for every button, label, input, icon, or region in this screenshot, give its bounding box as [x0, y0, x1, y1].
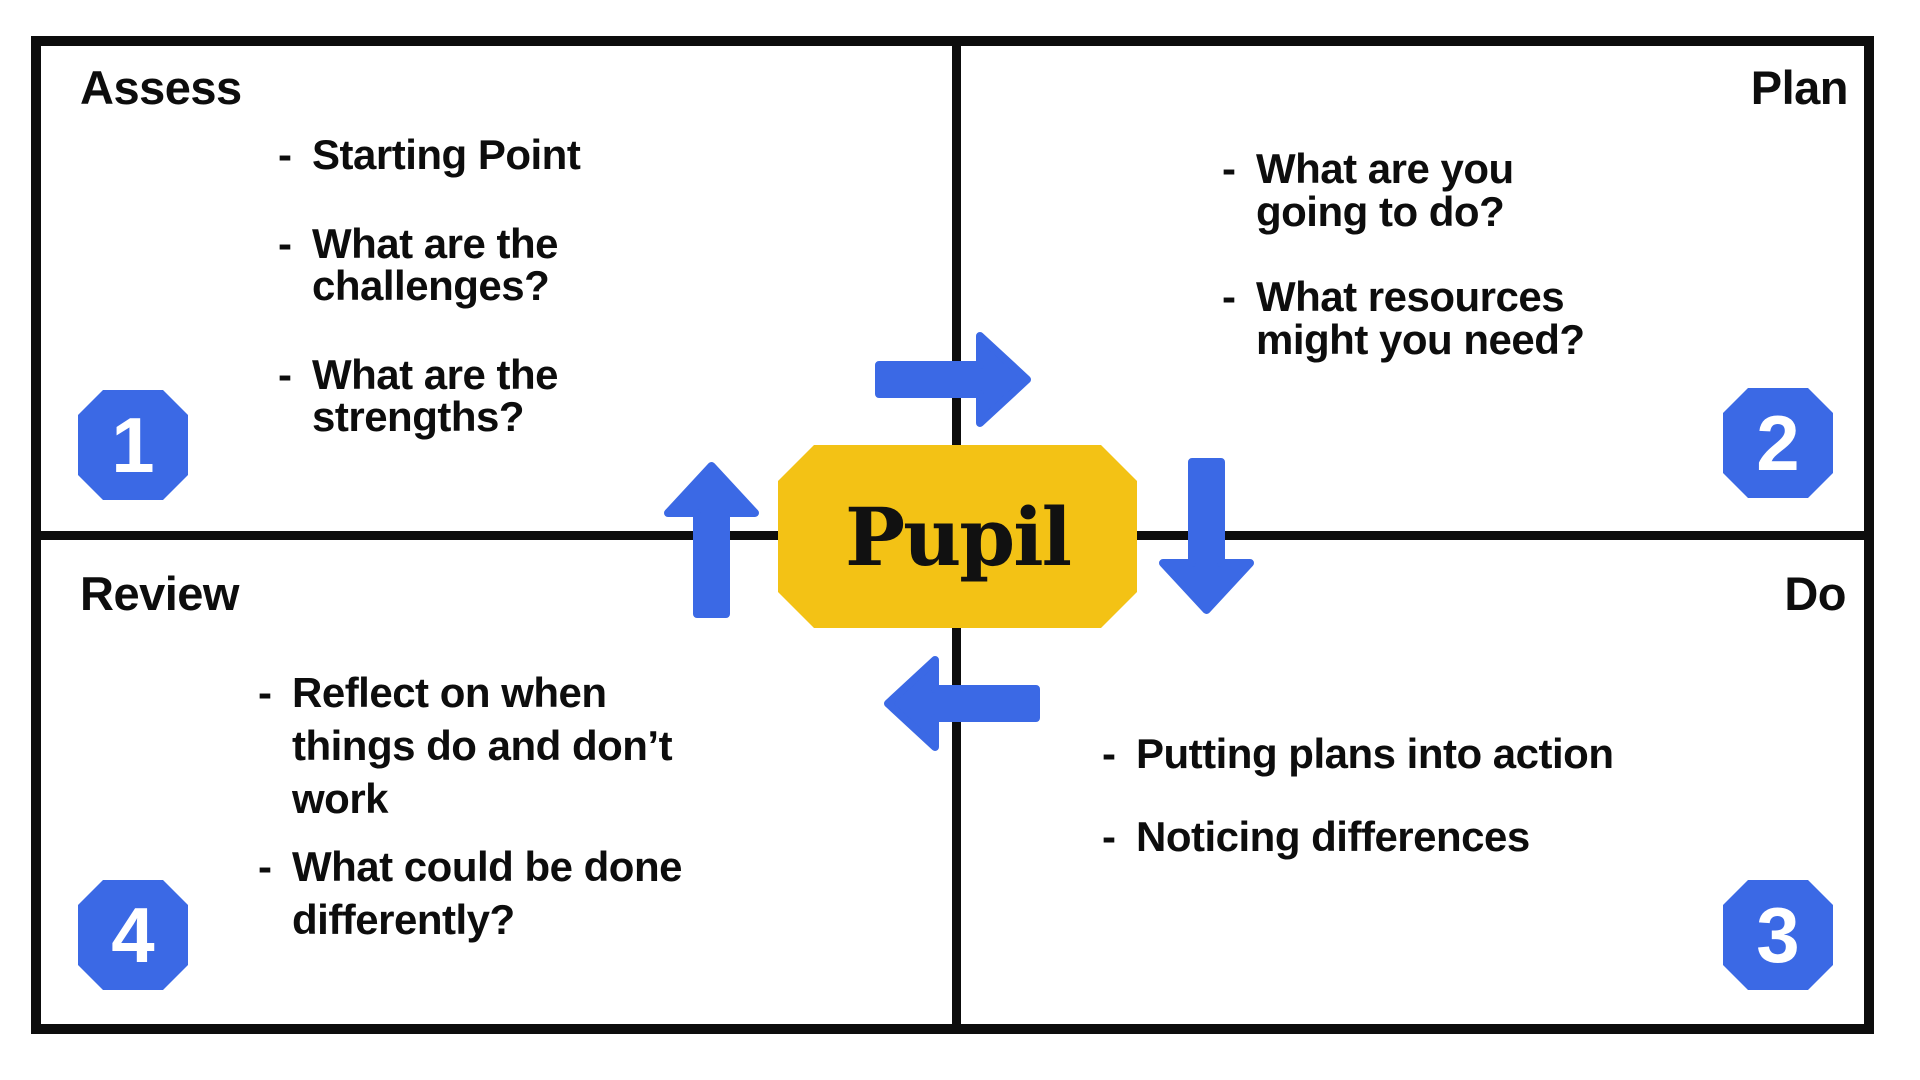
step-badge-1: 1 — [78, 390, 188, 500]
bullet-dash: - — [278, 131, 292, 178]
bullet-line: Starting Point — [312, 131, 581, 178]
step-number: 1 — [111, 401, 155, 489]
bullet-dash: - — [1222, 145, 1236, 192]
quadrant-title-review: Review — [80, 567, 239, 620]
bullet-line: might you need? — [1256, 316, 1585, 363]
center-pupil-label: Pupil — [844, 489, 1071, 584]
quadrant-title-plan: Plan — [1750, 61, 1849, 114]
step-badge-2: 2 — [1723, 388, 1833, 498]
bullet-list-do: - Putting plans into action - Noticing d… — [1102, 730, 1614, 858]
bullet-line: strengths? — [312, 393, 525, 440]
step-number: 2 — [1756, 399, 1800, 487]
bullet-dash: - — [1102, 813, 1116, 860]
step-number: 4 — [111, 891, 155, 979]
bullet-item: - What are the strengths? — [278, 354, 580, 438]
arrow-down-icon — [1159, 458, 1254, 614]
step-badge-4: 4 — [78, 880, 188, 990]
bullet-line: going to do? — [1256, 188, 1505, 235]
bullet-item: - Starting Point — [278, 131, 581, 178]
bullet-line: Noticing differences — [1136, 813, 1530, 860]
quadrant-title-do: Do — [1784, 567, 1846, 620]
bullet-line: What are the — [312, 220, 559, 267]
bullet-dash: - — [258, 843, 272, 890]
bullet-item: - What are you going to do? — [1222, 147, 1585, 233]
bullet-list-review: - Reflect on when things do and don’t wo… — [258, 666, 682, 946]
bullet-dash: - — [278, 351, 292, 398]
bullet-dash: - — [1102, 730, 1116, 777]
bullet-item: - Noticing differences — [1102, 815, 1613, 858]
bullet-line: What resources — [1256, 273, 1565, 320]
arrow-left-icon — [884, 656, 1040, 751]
bullet-item: - What resources might you need? — [1222, 275, 1585, 361]
bullet-line: What are you — [1256, 145, 1514, 192]
bullet-list-plan: - What are you going to do? - What resou… — [1222, 147, 1585, 361]
bullet-dash: - — [1222, 273, 1236, 320]
bullet-item: - Reflect on when things do and don’t wo… — [258, 666, 682, 825]
bullet-dash: - — [258, 669, 272, 716]
bullet-line: things do and don’t — [292, 722, 673, 769]
step-badge-3: 3 — [1723, 880, 1833, 990]
step-number: 3 — [1756, 891, 1800, 979]
bullet-line: Putting plans into action — [1136, 730, 1614, 777]
bullet-item: - What are the challenges? — [278, 223, 580, 307]
bullet-line: challenges? — [312, 262, 550, 309]
bullet-line: work — [292, 775, 389, 822]
bullet-item: - Putting plans into action — [1102, 730, 1614, 777]
bullet-dash: - — [278, 220, 292, 267]
bullet-line: differently? — [292, 896, 515, 943]
bullet-line: What could be done — [292, 843, 682, 890]
bullet-item: - What could be done differently? — [258, 840, 682, 946]
center-pupil-box: Pupil — [778, 445, 1137, 628]
bullet-line: What are the — [312, 351, 559, 398]
bullet-line: Reflect on when — [292, 669, 607, 716]
bullet-list-assess: - Starting Point - What are the challeng… — [278, 131, 581, 438]
quadrant-title-assess: Assess — [80, 61, 242, 114]
arrow-up-icon — [664, 462, 759, 618]
arrow-right-icon — [875, 332, 1031, 427]
